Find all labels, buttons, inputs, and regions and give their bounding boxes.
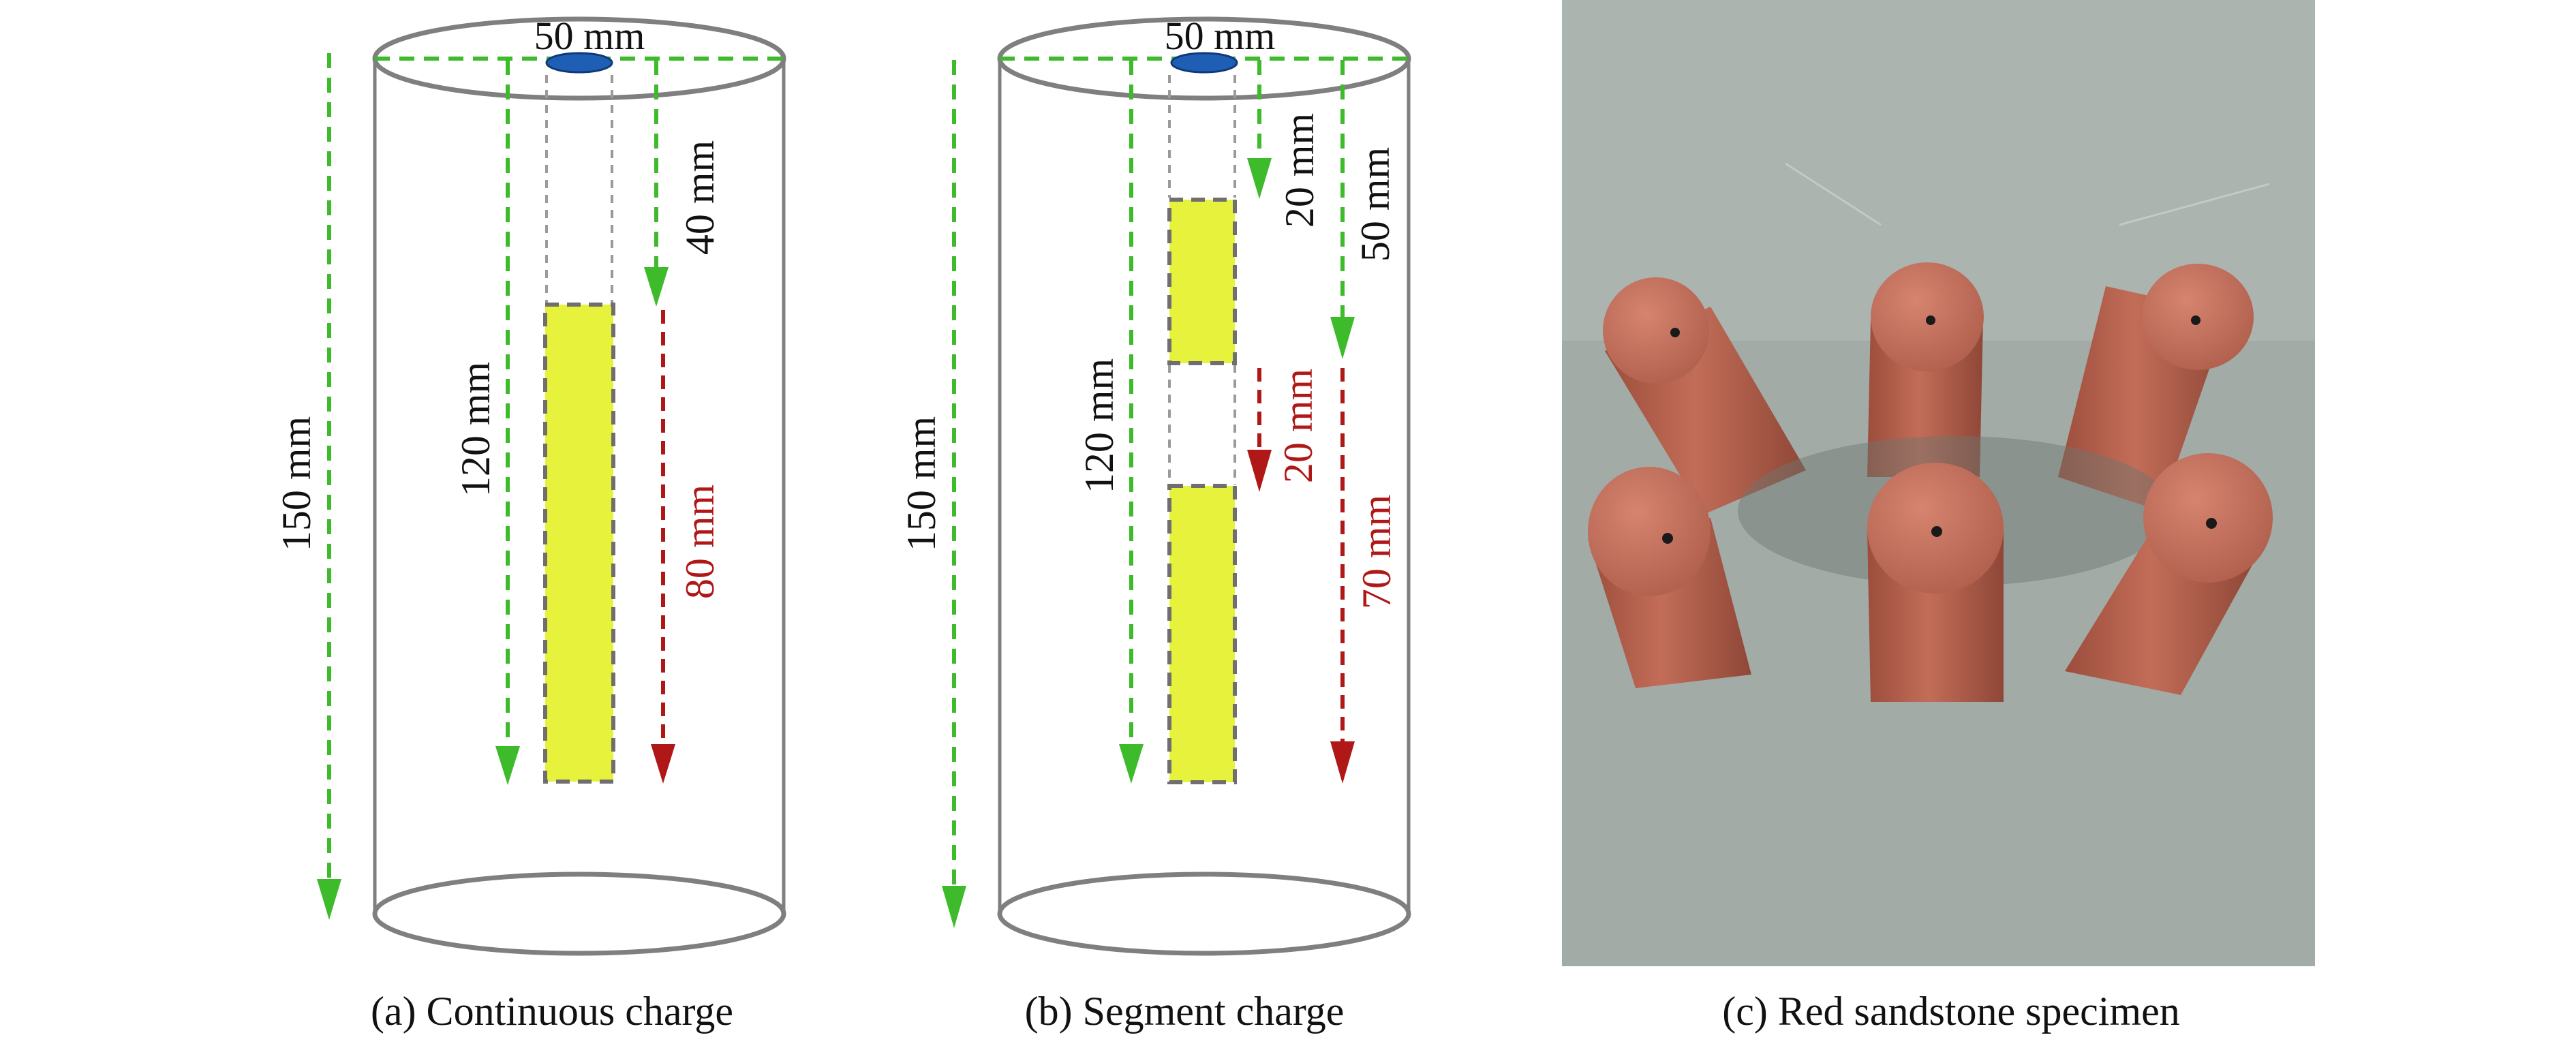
caption-panel-b: (b) Segment charge bbox=[1024, 989, 1345, 1034]
specimen bbox=[1867, 262, 1984, 477]
dim-150-arrowhead bbox=[317, 879, 341, 920]
specimen bbox=[1603, 277, 1806, 514]
label-stemming: 20 mm bbox=[1277, 113, 1322, 228]
specimen bbox=[2058, 264, 2254, 511]
borehole-top bbox=[545, 52, 613, 74]
specimen bbox=[1867, 463, 2004, 702]
lower-charge-segment bbox=[1167, 484, 1237, 784]
borehole-top bbox=[1170, 52, 1238, 74]
dim-120-arrowhead bbox=[1119, 744, 1144, 784]
label-depth: 120 mm bbox=[1077, 358, 1122, 493]
upper-charge-segment bbox=[1167, 198, 1237, 365]
dim-120-arrowhead bbox=[495, 746, 520, 785]
label-total-length: 150 mm bbox=[274, 416, 319, 551]
panel-a: 50 mm 150 mm 120 mm 40 mm 80 mm bbox=[274, 14, 786, 956]
specimen bbox=[2065, 453, 2273, 695]
label-gap: 20 mm bbox=[1276, 369, 1321, 483]
cylinder-bottom-ellipse bbox=[997, 872, 1411, 956]
dim-50-arrowhead bbox=[1330, 317, 1355, 359]
panel-c-photo bbox=[1562, 0, 2315, 966]
label-top-diameter: 50 mm bbox=[534, 14, 645, 58]
label-stemming: 40 mm bbox=[677, 140, 722, 255]
caption-panel-c: (c) Red sandstone specimen bbox=[1722, 989, 2180, 1034]
panel-b: 50 mm 150 mm 120 mm 20 mm 20 mm 50 mm 70… bbox=[899, 14, 1411, 956]
dim-80-arrowhead bbox=[651, 744, 675, 784]
cylinder-bottom-ellipse bbox=[372, 872, 786, 956]
dim-70-arrowhead bbox=[1330, 741, 1355, 784]
caption-panel-a: (a) Continuous charge bbox=[370, 989, 734, 1034]
label-total-length: 150 mm bbox=[899, 416, 944, 551]
specimen bbox=[1588, 467, 1751, 688]
dim-20-upper-arrowhead bbox=[1247, 158, 1272, 199]
continuous-charge bbox=[543, 303, 615, 784]
label-stemming-lower: 50 mm bbox=[1353, 147, 1398, 262]
label-depth: 120 mm bbox=[453, 362, 498, 497]
label-charge-length: 80 mm bbox=[677, 484, 722, 599]
dim-40-arrowhead bbox=[644, 267, 669, 307]
dim-150-arrowhead bbox=[942, 886, 966, 928]
dim-20-gap-arrowhead bbox=[1247, 450, 1272, 492]
label-top-diameter: 50 mm bbox=[1165, 14, 1276, 58]
floor-scratch bbox=[1785, 162, 2270, 226]
label-lower-charge-length: 70 mm bbox=[1354, 495, 1399, 609]
